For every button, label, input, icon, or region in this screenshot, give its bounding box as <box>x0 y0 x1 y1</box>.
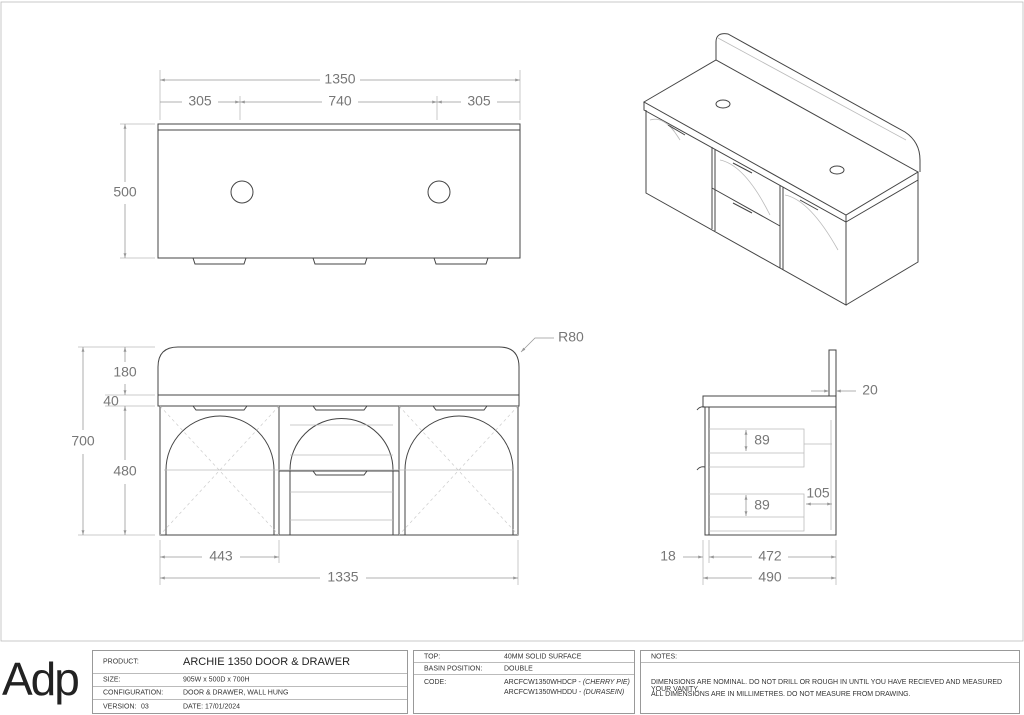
code-2: ARCFCW1350WHDDU - <box>504 689 584 696</box>
notes-label: NOTES: <box>651 653 678 660</box>
dim-drawer-lower: 89 <box>754 497 770 513</box>
dim-basin-spacing: 740 <box>328 93 352 109</box>
dim-backsplash: 20 <box>862 382 878 398</box>
product-label: PRODUCT: <box>103 658 139 666</box>
side-view: 89 89 105 20 18 472 490 <box>660 349 878 585</box>
isometric-view <box>642 33 921 306</box>
size-label: SIZE: <box>103 676 121 684</box>
dim-cabinet-height: 480 <box>113 463 137 479</box>
code-1: ARCFCW1350WHDCP - <box>504 679 583 686</box>
dim-right-offset: 305 <box>467 93 491 109</box>
note-1: DIMENSIONS ARE NOMINAL. DO NOT DRILL OR … <box>651 679 1003 693</box>
handles <box>192 257 489 265</box>
configuration-value: DOOR & DRAWER, WALL HUNG <box>183 689 289 697</box>
dim-drawer-upper: 89 <box>754 432 770 448</box>
notes-box: NOTES: DIMENSIONS ARE NOMINAL. DO NOT DR… <box>640 650 1020 714</box>
top-label: TOP: <box>424 653 441 660</box>
code-2-finish: (DURASEIN) <box>583 689 625 696</box>
basin-position-value: DOUBLE <box>504 665 533 672</box>
dim-carcass-depth: 472 <box>758 548 782 564</box>
product-name: ARCHIE 1350 DOOR & DRAWER <box>183 656 351 668</box>
note-2: ALL DIMENSIONS ARE IN MILLIMETRES. DO NO… <box>651 691 911 698</box>
dim-door-width: 443 <box>209 548 233 564</box>
sheet-border <box>0 1 1024 642</box>
dim-overall-width: 1350 <box>324 71 355 87</box>
dim-rear-gap: 105 <box>806 485 830 501</box>
version-label: VERSION: <box>103 703 137 711</box>
product-info-box: PRODUCT: ARCHIE 1350 DOOR & DRAWER SIZE: 9… <box>92 650 408 714</box>
front-view: 700 180 40 480 443 1335 R80 <box>71 329 584 585</box>
dim-overall-depth: 490 <box>758 569 782 585</box>
basin-hole-right <box>427 180 451 204</box>
brand-logo: Adp <box>2 653 80 705</box>
dim-radius: R80 <box>558 329 584 345</box>
code-label: CODE: <box>424 679 447 686</box>
dim-cabinet-width: 1335 <box>327 569 358 585</box>
dim-counter-thickness: 40 <box>103 393 119 409</box>
specification-box: TOP: 40MM SOLID SURFACE BASIN POSITION: DO… <box>413 650 635 714</box>
top-view: 1350 305 740 305 500 <box>113 70 521 265</box>
dim-depth: 500 <box>113 184 137 200</box>
top-value: 40MM SOLID SURFACE <box>504 653 582 660</box>
basin-hole-left <box>230 180 254 204</box>
dim-overall-height: 700 <box>71 433 95 449</box>
date-value: DATE: 17/01/2024 <box>183 703 241 711</box>
arches <box>165 415 514 535</box>
dim-top-height: 180 <box>113 364 137 380</box>
configuration-label: CONFIGURATION: <box>103 689 164 697</box>
version-value: 03 <box>141 703 149 711</box>
size-value: 905W x 500D x 700H <box>183 676 250 684</box>
dim-left-offset: 305 <box>188 93 212 109</box>
basin-position-label: BASIN POSITION: <box>424 665 483 672</box>
code-1-finish: (CHERRY PIE) <box>582 679 630 686</box>
dim-door-thickness: 18 <box>660 548 676 564</box>
